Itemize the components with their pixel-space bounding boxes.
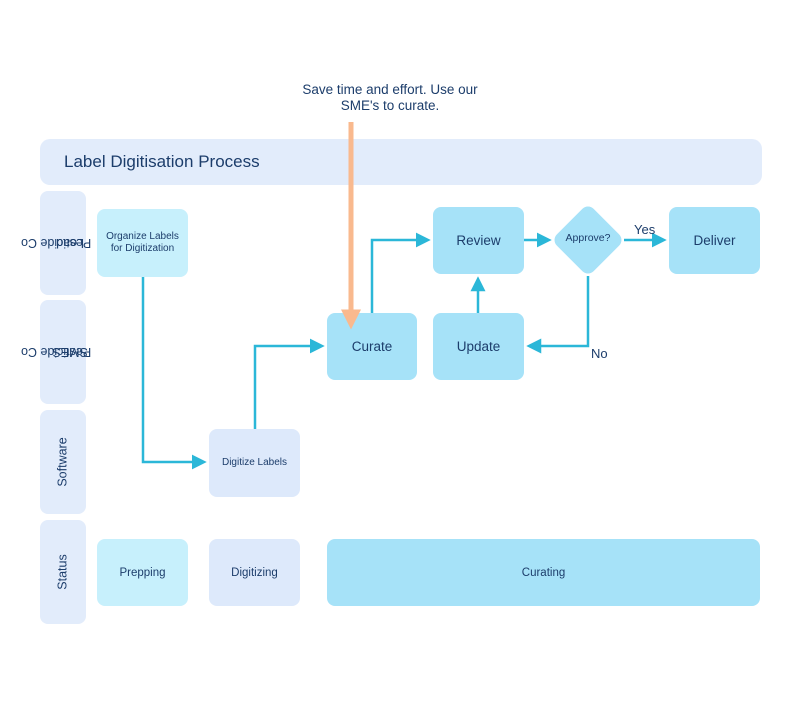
lane-label-lead: Pesticide Co Lead <box>21 191 91 295</box>
callout-line-1: Save time and effort. Use our <box>302 82 478 97</box>
callout-note: Save time and effort. Use our SME's to c… <box>270 82 510 114</box>
node-update: Update <box>433 313 524 380</box>
lane-label-smes: Pesticide Co SMES <box>21 300 91 404</box>
node-digitize-text: Digitize Labels <box>221 457 288 468</box>
node-digitize-labels: Digitize Labels <box>209 429 300 497</box>
node-update-text: Update <box>456 339 501 354</box>
lane-label-status: Status <box>40 520 86 624</box>
node-organize-labels: Organize Labels for Digitization <box>97 209 188 277</box>
connector-approve-to-update <box>526 276 590 354</box>
connector-organize-to-digitize <box>141 277 207 470</box>
lane-label-software: Software <box>40 410 86 514</box>
callout-line-2: SME's to curate. <box>340 98 440 113</box>
connector-curate-to-review <box>370 232 431 313</box>
edge-label-no: No <box>591 346 608 361</box>
node-deliver-text: Deliver <box>693 233 736 248</box>
status-prepping-text: Prepping <box>119 566 166 579</box>
node-organize-line-2: for Digitization <box>110 243 175 254</box>
node-review-text: Review <box>456 233 501 248</box>
connector-digitize-to-curate <box>253 338 325 429</box>
decision-approve-label: Approve? <box>565 232 611 244</box>
status-curating: Curating <box>327 539 760 606</box>
page-title: Label Digitisation Process <box>64 152 260 171</box>
title-bar: Label Digitisation Process <box>40 139 762 185</box>
node-review: Review <box>433 207 524 274</box>
status-digitizing: Digitizing <box>209 539 300 606</box>
node-deliver: Deliver <box>669 207 760 274</box>
status-prepping: Prepping <box>97 539 188 606</box>
node-organize-line-1: Organize Labels <box>106 231 179 242</box>
node-curate-text: Curate <box>351 339 393 354</box>
edge-label-yes: Yes <box>634 222 656 237</box>
status-curating-text: Curating <box>521 566 566 579</box>
status-digitizing-text: Digitizing <box>231 566 278 579</box>
